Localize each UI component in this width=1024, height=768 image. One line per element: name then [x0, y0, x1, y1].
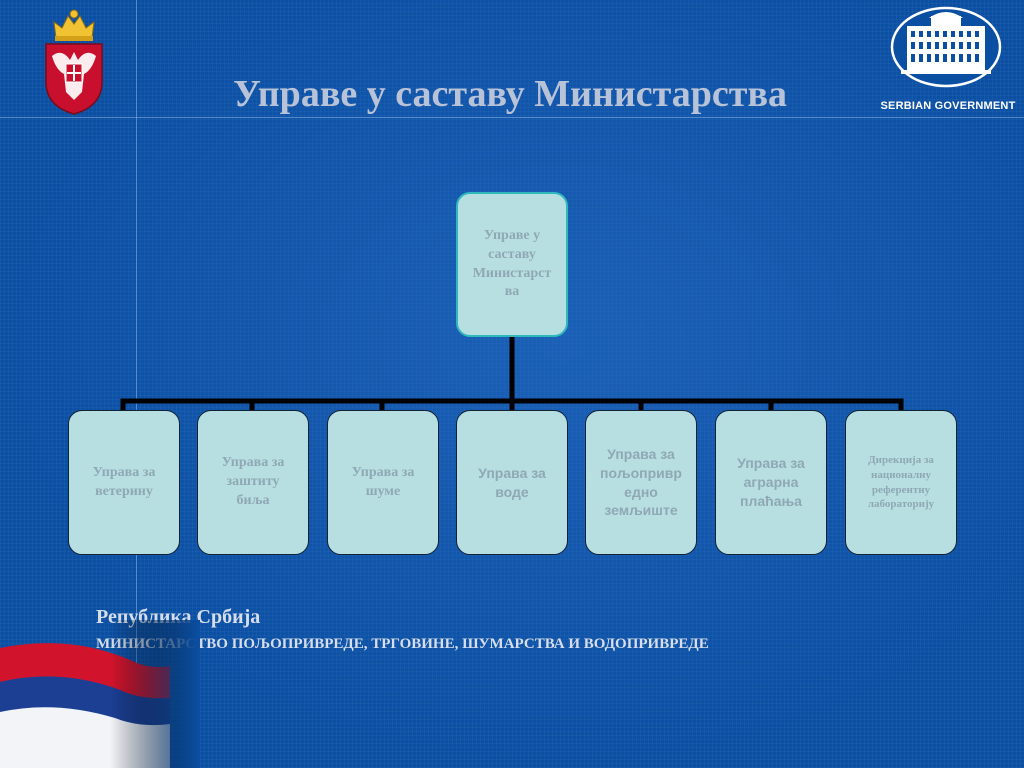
- government-logo: SERBIAN GOVERNMENT: [880, 4, 1016, 116]
- org-node-line: биља: [236, 492, 270, 508]
- org-node-root: Управе у саставу Министарст ва: [456, 192, 568, 337]
- org-node-root-line: Управе у: [483, 227, 541, 243]
- government-logo-text: SERBIAN GOVERNMENT: [880, 100, 1016, 112]
- header-divider-line: [0, 117, 1024, 118]
- org-node-line: националну: [871, 468, 931, 481]
- left-divider-line: [136, 0, 137, 768]
- org-node-plant-protection: Управа за заштиту биља: [197, 410, 309, 555]
- org-node-line: плаћања: [740, 492, 802, 509]
- org-node-line: ветерину: [95, 483, 153, 499]
- org-node-line: заштиту: [226, 474, 280, 490]
- org-node-line: земљиште: [604, 502, 678, 519]
- org-node-veterinary: Управа за ветерину: [68, 410, 180, 555]
- org-node-line: Управа за: [478, 464, 546, 481]
- org-node-line: Управа за: [607, 445, 675, 462]
- org-node-line: Управа за: [351, 464, 415, 480]
- org-node-line: референтну: [871, 483, 931, 496]
- org-node-root-line: Министарст: [472, 265, 552, 281]
- org-node-line: Управа за: [92, 464, 156, 480]
- footer-ministry: МИНИСТАРСТВО ПОЉОПРИВРЕДЕ, ТРГОВИНЕ, ШУМ…: [96, 636, 709, 652]
- org-node-line: лабораторију: [867, 498, 935, 511]
- org-node-line: Дирекција за: [868, 453, 934, 466]
- org-node-line: Управа за: [737, 455, 805, 472]
- page-title: Управе у саставу Министарства: [233, 73, 787, 115]
- org-node-water: Управа за воде: [456, 410, 568, 555]
- org-node-agrarian-payments: Управа за аграрна плаћања: [715, 410, 827, 555]
- org-node-forestry: Управа за шуме: [327, 410, 439, 555]
- org-node-root-line: ва: [504, 284, 520, 300]
- org-node-line: Управа за: [221, 455, 285, 471]
- org-node-agricultural-land: Управа за пољопривр едно земљиште: [585, 410, 697, 555]
- org-node-root-line: саставу: [488, 246, 536, 262]
- serbian-coat-of-arms-icon: [45, 9, 103, 115]
- serbian-flag-icon: [0, 620, 200, 768]
- government-building-icon: [890, 6, 1002, 88]
- org-node-line: пољопривр: [600, 464, 682, 481]
- org-node-line: шуме: [365, 483, 401, 499]
- org-node-line: воде: [495, 483, 529, 500]
- org-node-reference-laboratory: Дирекција за националну референтну лабор…: [845, 410, 957, 555]
- org-node-line: едно: [624, 483, 658, 500]
- org-node-line: аграрна: [743, 474, 799, 491]
- org-node-root-label: Управе у саставу Министарст ва: [473, 227, 552, 303]
